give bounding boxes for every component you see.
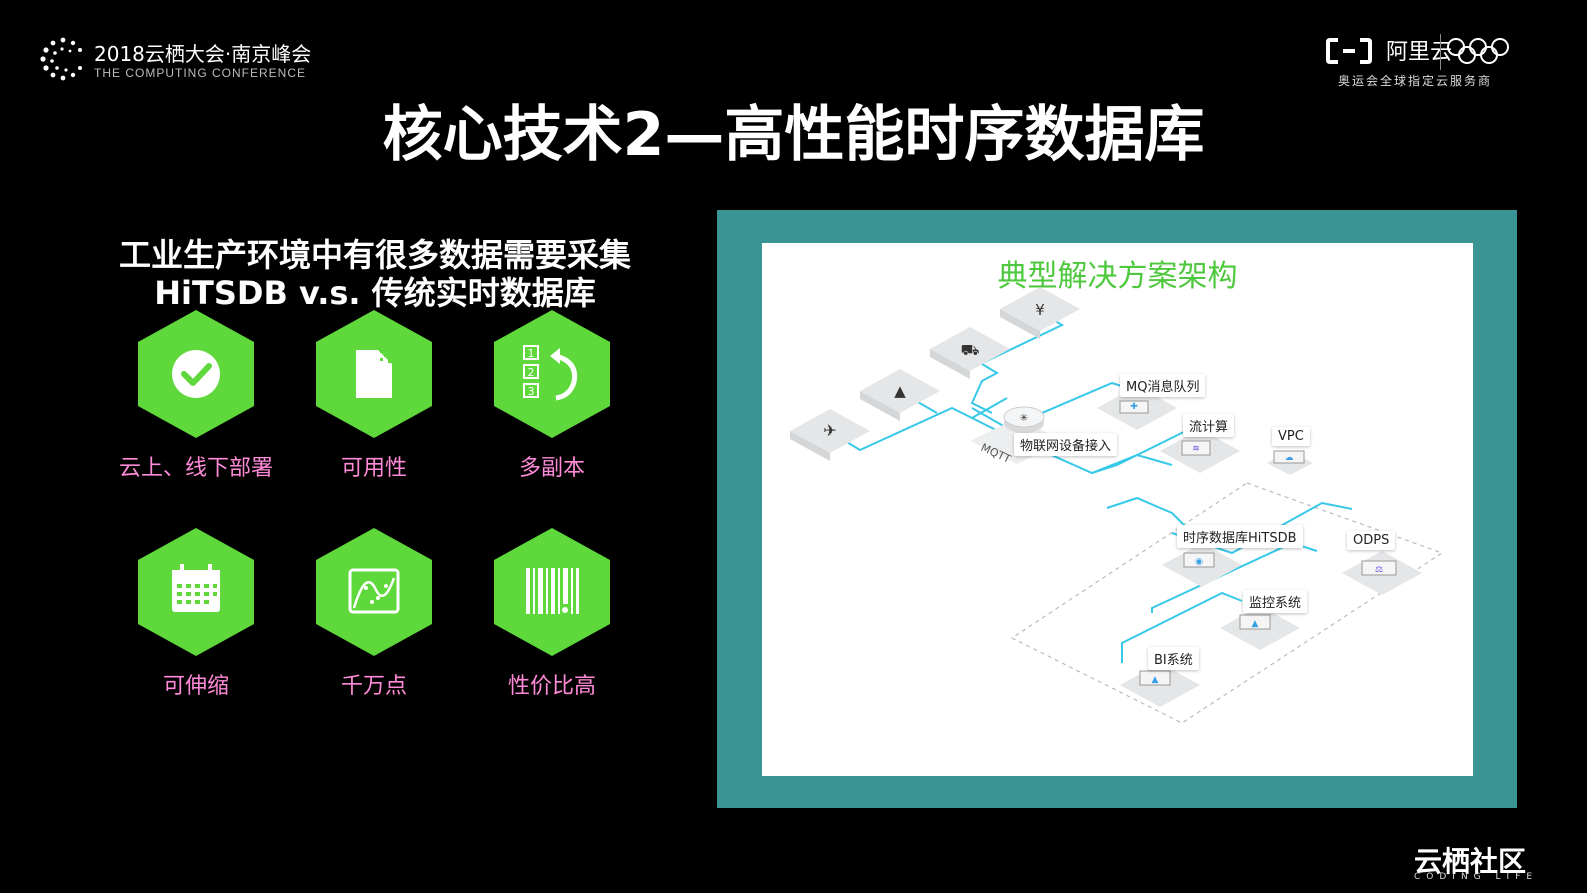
brand-name: 阿里云	[1386, 40, 1453, 65]
svg-text:≋: ≋	[1192, 444, 1200, 454]
feature-availability: 可用性	[284, 310, 464, 482]
feature-label: 可用性	[340, 456, 407, 481]
aliyun-logo-icon	[1326, 38, 1372, 64]
conference-subtitle: THE COMPUTING CONFERENCE	[94, 66, 307, 80]
tile-cart: ⛟	[930, 327, 1010, 379]
tile-mq: ✚	[1097, 386, 1177, 430]
tile-hitsdb: ◉	[1162, 543, 1242, 587]
architecture-panel: 典型解决方案架构 ✈ ▲ ⛟ ¥	[717, 210, 1517, 808]
node-label-stream: 流计算	[1183, 414, 1235, 437]
svg-text:▲: ▲	[894, 382, 906, 400]
diagram-graphics: ✈ ▲ ⛟ ¥ ✳ ✚ ≋ ☁ ◉ ⚖ ▲ ▲ MQTT	[790, 287, 1444, 724]
feature-deployment: 云上、线下部署	[106, 310, 286, 482]
svg-text:◉: ◉	[1195, 557, 1203, 567]
feature-cost-effective: 性价比高	[462, 528, 642, 700]
region-boundary	[1010, 482, 1444, 724]
svg-text:▲: ▲	[1252, 619, 1259, 629]
svg-text:1: 1	[528, 347, 535, 360]
node-label-bi: BI系统	[1148, 647, 1199, 670]
chart-icon	[316, 528, 432, 656]
tile-bi: ▲	[1120, 663, 1200, 707]
svg-text:¥: ¥	[1035, 301, 1045, 319]
footer-tagline: CODING LIFE	[1414, 872, 1539, 882]
svg-text:3: 3	[528, 385, 535, 398]
node-label-vpc: VPC	[1272, 427, 1310, 446]
feature-label: 性价比高	[507, 674, 596, 699]
calendar-icon	[138, 528, 254, 656]
feature-replicas: 1 2 3 多副本	[462, 310, 642, 482]
feature-label: 多副本	[518, 456, 585, 481]
tile-yen: ¥	[1000, 287, 1080, 339]
svg-text:☁: ☁	[1285, 453, 1294, 463]
svg-text:⛟: ⛟	[961, 341, 980, 359]
node-label-iot: 物联网设备接入	[1014, 433, 1118, 456]
feature-label: 可伸缩	[162, 674, 229, 699]
node-label-hitsdb: 时序数据库HiTSDB	[1177, 525, 1303, 548]
feature-label: 云上、线下部署	[118, 456, 273, 481]
brand-tagline: 奥运会全球指定云服务商	[1338, 74, 1493, 88]
olympic-rings-icon	[1447, 38, 1509, 64]
node-label-odps: ODPS	[1347, 531, 1396, 550]
check-icon	[138, 310, 254, 438]
svg-text:▲: ▲	[1152, 675, 1159, 685]
tile-odps: ⚖	[1342, 551, 1422, 595]
feature-label: 千万点	[340, 674, 407, 699]
numbered-list-icon: 1 2 3	[494, 310, 610, 438]
tile-stream: ≋	[1160, 429, 1240, 473]
diagram-title: 典型解决方案架构	[997, 259, 1238, 294]
tile-building: ▲	[860, 369, 940, 421]
conference-title: 2018云栖大会·南京峰会	[94, 42, 312, 66]
page-title: 核心技术2—高性能时序数据库	[382, 100, 1205, 170]
feature-tens-of-millions: 千万点	[284, 528, 464, 700]
document-icon	[316, 310, 432, 438]
tile-airplane: ✈	[790, 409, 870, 461]
svg-text:✈: ✈	[823, 421, 836, 440]
svg-text:✚: ✚	[1130, 402, 1138, 412]
node-label-mq: MQ消息队列	[1120, 374, 1206, 397]
svg-text:⚖: ⚖	[1375, 565, 1383, 575]
conference-logo-icon	[40, 37, 82, 81]
feature-scalable: 可伸缩	[106, 528, 286, 700]
architecture-diagram: 典型解决方案架构 ✈ ▲ ⛟ ¥	[762, 243, 1473, 776]
svg-text:2: 2	[528, 366, 535, 379]
node-label-monitor: 监控系统	[1243, 590, 1308, 613]
subheading-1: 工业生产环境中有很多数据需要采集	[118, 236, 631, 274]
barcode-icon	[494, 528, 610, 656]
subheading-2: HiTSDB v.s. 传统实时数据库	[154, 274, 596, 312]
tile-vpc: ☁	[1267, 450, 1313, 475]
svg-text:✳: ✳	[1020, 413, 1028, 424]
brand-divider	[1440, 34, 1441, 70]
tile-monitor: ▲	[1220, 606, 1300, 650]
footer-logo: 云栖社区	[1414, 845, 1527, 878]
